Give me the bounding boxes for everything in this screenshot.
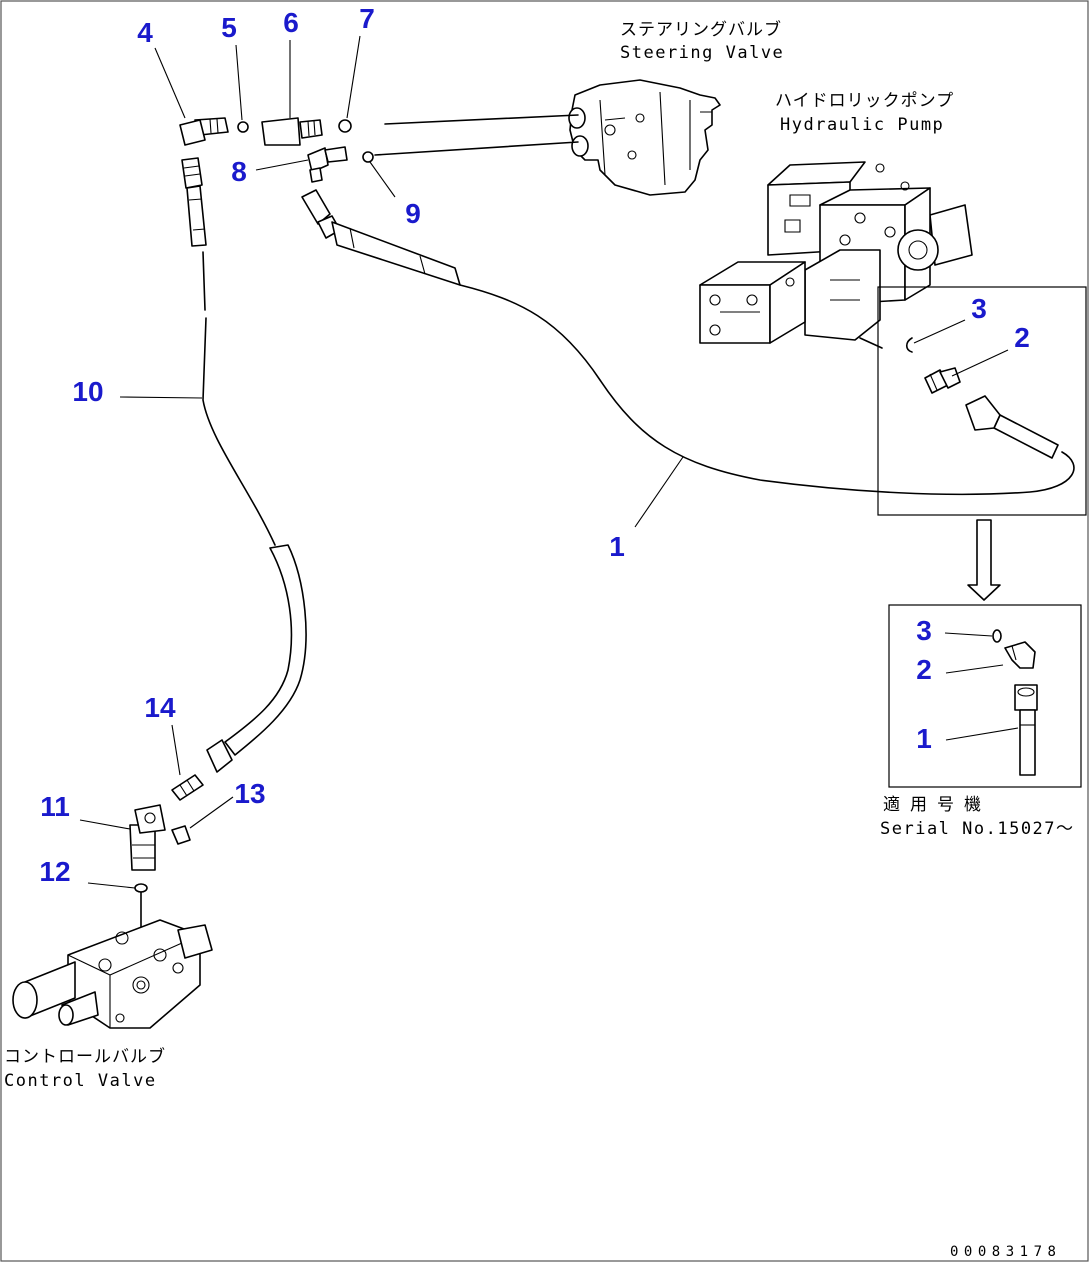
steering-valve-label-en: Steering Valve [620, 43, 784, 63]
leader-line-12 [87, 882, 136, 889]
leader-line-1 [634, 456, 684, 528]
leader-line-7 [346, 35, 361, 119]
callout-12: 12 [39, 856, 70, 887]
callout-3: 3 [971, 293, 987, 324]
o-ring-7 [338, 119, 352, 133]
hydraulic-pump-label-jp: ハイドロリックポンプ [775, 91, 954, 111]
swivel-elbow-11 [129, 804, 166, 871]
control-valve-label-en: Control Valve [4, 1071, 157, 1091]
o-ring-3 [905, 337, 913, 353]
nipple-14 [171, 774, 204, 801]
inset-elbow-2 [1004, 641, 1036, 669]
leader-line-11 [79, 819, 131, 830]
callout-7: 7 [359, 3, 375, 34]
leader-line-8 [255, 159, 309, 171]
callout-10: 10 [72, 376, 103, 407]
block-fitting-6 [261, 117, 323, 146]
hydraulic-pump-label-en: Hydraulic Pump [780, 115, 944, 135]
steering-valve-drawing [568, 79, 721, 196]
hose-1-drawing [301, 189, 1075, 496]
leader-line-14 [171, 724, 181, 776]
o-ring-9 [362, 151, 374, 163]
elbow-fitting-4 [179, 117, 229, 146]
leader-line-3 [913, 319, 966, 344]
callout-5: 5 [221, 12, 237, 43]
callout-13: 13 [234, 778, 265, 809]
inset-callout-2: 2 [916, 654, 932, 685]
inset-callout-1: 1 [916, 723, 932, 754]
serial-label-jp: 適用号機 [883, 795, 991, 815]
inset-o-ring-3 [992, 629, 1002, 643]
leader-line-5 [235, 44, 243, 121]
inset-hose-1 [1014, 684, 1038, 776]
callout-6: 6 [283, 7, 299, 38]
callout-11: 11 [40, 791, 70, 822]
plug-13 [171, 825, 191, 845]
callout-2: 2 [1014, 322, 1030, 353]
leader-lines [79, 35, 1019, 889]
inset-leader-line-3 [944, 632, 993, 637]
pipe-line-upper [384, 114, 579, 125]
serial-label-en: Serial No.15027～ [880, 819, 1075, 839]
pipe-line-lower [374, 141, 579, 156]
leader-line-2 [951, 349, 1009, 377]
callout-8: 8 [231, 156, 247, 187]
leader-line-4 [154, 47, 186, 119]
steering-valve-label-jp: ステアリングバルブ [620, 19, 782, 40]
serial-variant-frame [888, 604, 1082, 788]
hydraulic-pump-drawing [699, 161, 973, 349]
inset-leader-line-1 [945, 727, 1019, 741]
leader-line-10 [119, 396, 203, 399]
nipple-2 [924, 367, 961, 394]
callout-9: 9 [405, 198, 421, 229]
callouts: 4 5 6 7 8 9 10 1 3 2 14 11 13 12 3 2 1 [39, 3, 1029, 887]
elbow-fitting-8 [307, 146, 348, 183]
control-valve-drawing [12, 919, 213, 1029]
callout-14: 14 [144, 692, 176, 723]
o-ring-5 [237, 121, 249, 133]
callout-4: 4 [137, 17, 153, 48]
leader-line-9 [369, 161, 396, 198]
inset-leader-line-2 [945, 664, 1004, 674]
leader-line-13 [189, 796, 234, 829]
control-valve-label-jp: コントロールバルブ [4, 1046, 166, 1067]
hose-10-drawing [181, 157, 307, 773]
detail-frame [877, 286, 1087, 516]
inset-callout-3: 3 [916, 615, 932, 646]
o-ring-12 [134, 883, 148, 893]
drawing-number: 00083178 [950, 1244, 1061, 1260]
down-arrow-icon [967, 519, 1001, 601]
callout-1: 1 [609, 531, 625, 562]
